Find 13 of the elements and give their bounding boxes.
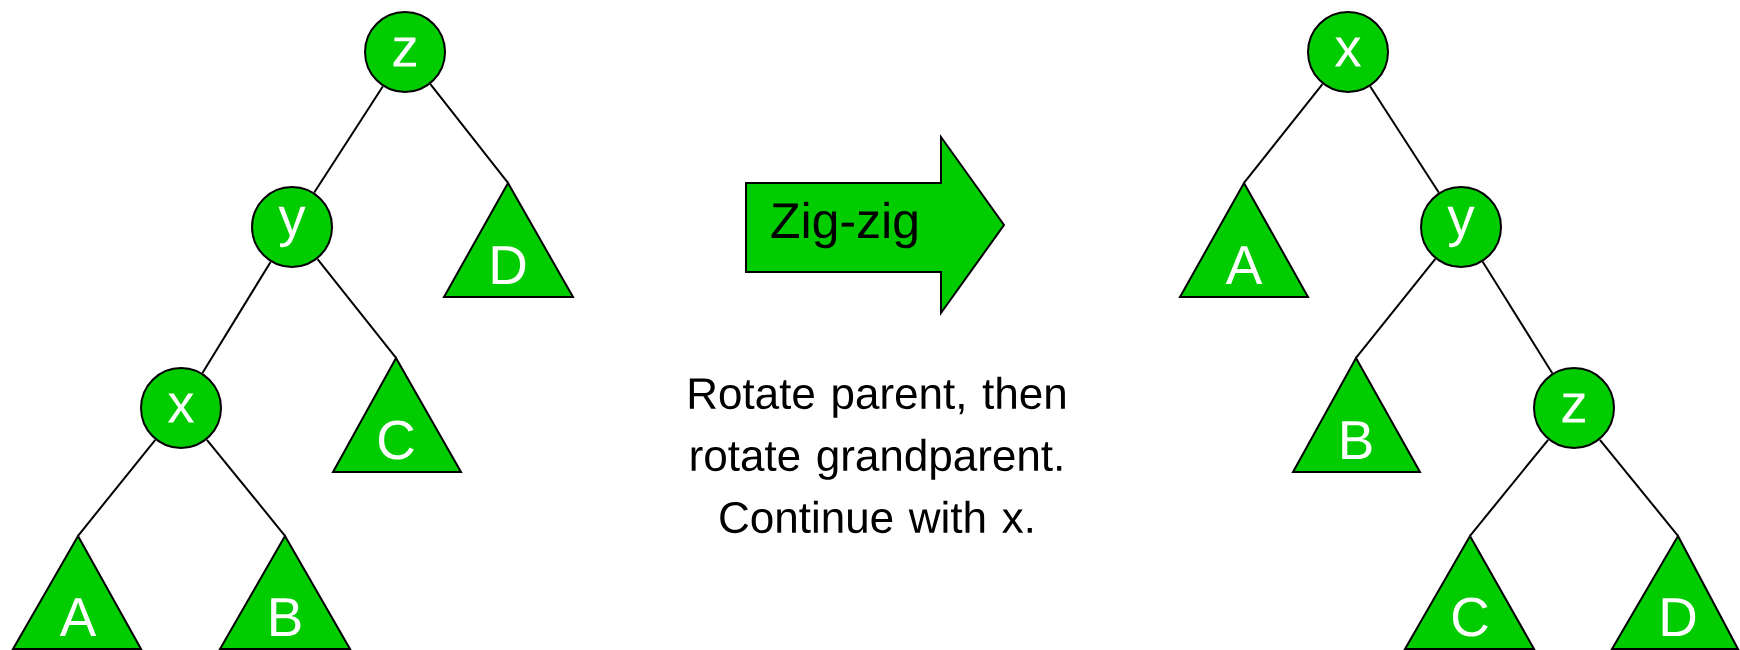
- tree-edge: [313, 85, 384, 194]
- tree-edge: [1481, 260, 1554, 375]
- tree-edge: [1355, 257, 1437, 359]
- tree-edge: [1243, 83, 1324, 184]
- caption-text: Rotate parent, then rotate grandparent. Continue with x.: [689, 376, 1065, 534]
- tree-edge: [429, 83, 509, 184]
- tree-edge: [1469, 438, 1550, 537]
- tree-edge: [77, 438, 157, 537]
- tree-edge: [201, 260, 272, 375]
- tree-edge: [1369, 85, 1440, 194]
- tree-edge: [1598, 438, 1679, 537]
- tree-edge: [316, 258, 397, 359]
- tree-edge: [205, 438, 286, 537]
